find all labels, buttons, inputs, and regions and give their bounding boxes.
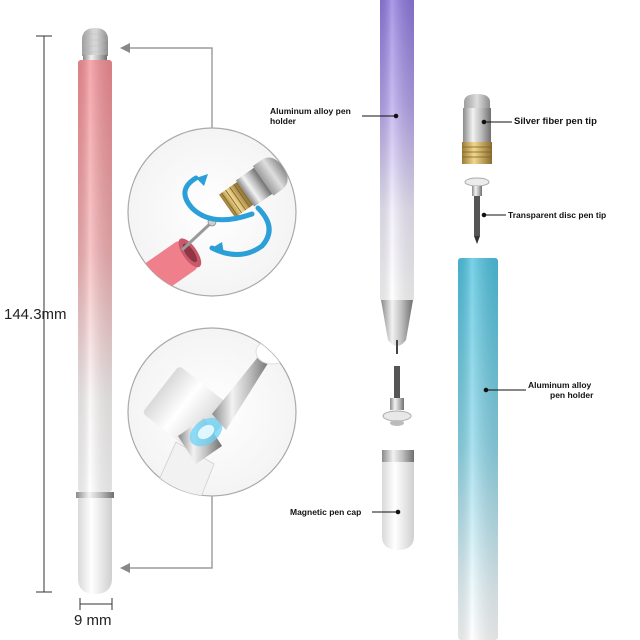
length-dimension-line	[36, 35, 52, 593]
label-magnetic-cap: Magnetic pen cap	[290, 507, 362, 517]
purple-stylus-body	[380, 0, 414, 354]
label-transparent-disc-tip: Transparent disc pen tip	[508, 210, 607, 220]
label-aluminum-holder-top-line2: holder	[270, 116, 296, 126]
detail-circle-tip-swap	[127, 127, 297, 297]
connector-lines	[120, 43, 213, 573]
width-dimension-line	[79, 598, 113, 610]
width-dimension-label: 9 mm	[74, 612, 112, 629]
label-aluminum-holder-blue: Aluminum alloy pen holder	[528, 380, 593, 400]
silver-fiber-tip-part	[462, 94, 492, 164]
label-pointers	[362, 113, 526, 515]
pink-stylus	[76, 28, 114, 594]
label-aluminum-holder-blue-line2: pen holder	[550, 390, 594, 400]
magnetic-pen-cap	[382, 450, 414, 550]
detail-circle-disc-tip	[127, 327, 297, 497]
label-aluminum-holder-top: Aluminum alloy pen holder	[270, 106, 351, 126]
label-aluminum-holder-top-line1: Aluminum alloy pen	[270, 106, 351, 116]
label-silver-fiber-tip: Silver fiber pen tip	[514, 116, 597, 127]
disc-tip-part	[382, 366, 412, 426]
label-aluminum-holder-blue-line1: Aluminum alloy	[528, 380, 592, 390]
length-dimension-label: 144.3mm	[4, 306, 67, 323]
transparent-disc-tip-part	[464, 177, 490, 244]
blue-pen-holder	[458, 258, 498, 640]
